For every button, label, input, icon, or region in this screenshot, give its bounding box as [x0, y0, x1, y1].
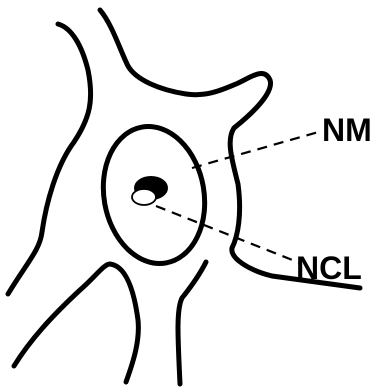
- label-ncl: NCL: [296, 250, 362, 286]
- cell-membrane-lower-left: [14, 264, 138, 382]
- label-nm: NM: [322, 112, 372, 148]
- cell-membrane-upper-right: [100, 10, 360, 288]
- leader-line-ncl: [156, 206, 300, 263]
- cell-membrane-upper-left: [8, 24, 91, 294]
- leader-line-nm: [192, 131, 322, 168]
- cell-membrane-lower-right: [178, 262, 206, 384]
- nucleolus: [132, 176, 168, 205]
